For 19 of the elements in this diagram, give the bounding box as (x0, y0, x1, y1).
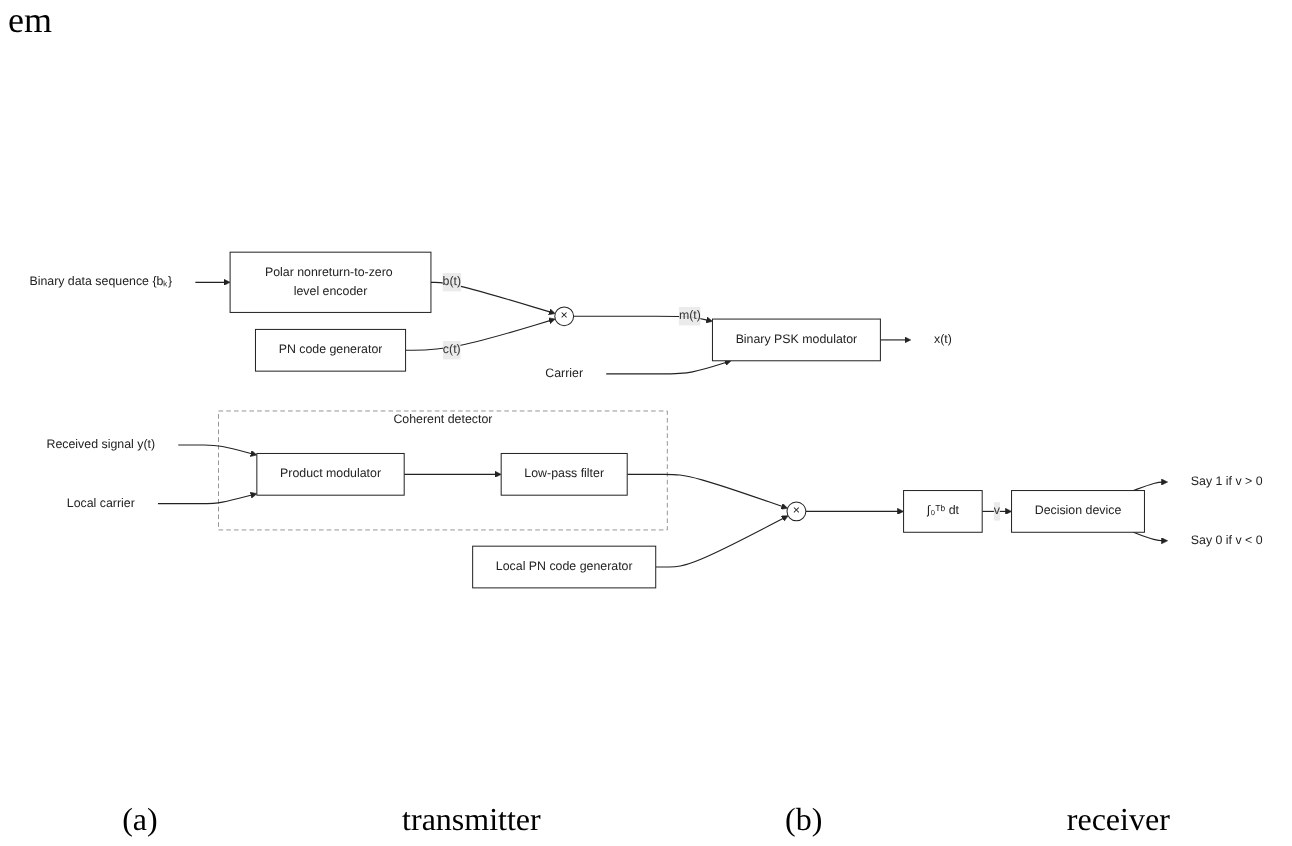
arrow (177, 445, 258, 458)
arrow (403, 471, 502, 479)
panel-label: (a) (122, 804, 158, 840)
arrow (626, 474, 788, 511)
panel-label: (b) (785, 804, 823, 840)
arrow (405, 318, 556, 352)
arrow (655, 516, 789, 569)
arrow (879, 337, 912, 345)
arrow (157, 492, 258, 506)
arrow (1132, 479, 1168, 493)
title-fragment: em (8, 0, 52, 40)
section-label: receiver (1066, 804, 1170, 840)
arrow (981, 509, 1012, 516)
arrow (194, 279, 231, 287)
section-label: transmitter (402, 804, 541, 840)
arrow (430, 282, 556, 316)
arrow (805, 509, 904, 516)
arrow (573, 316, 713, 325)
arrow (605, 360, 732, 376)
